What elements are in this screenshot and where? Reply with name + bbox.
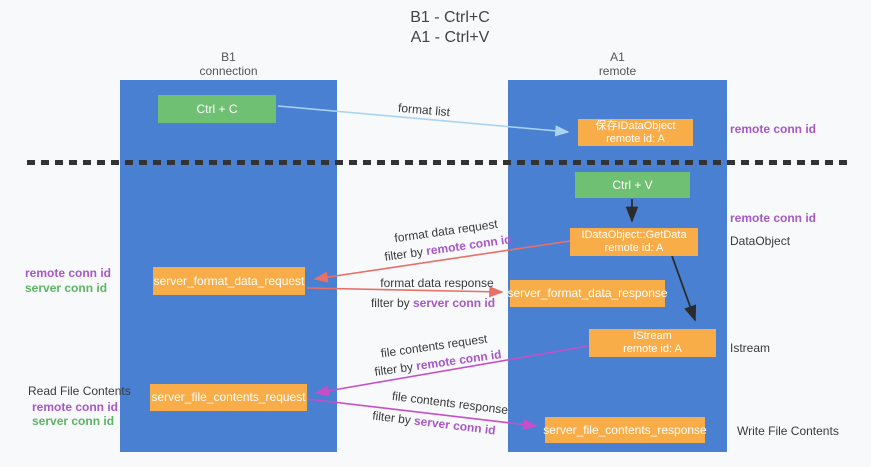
left-column-name: B1 xyxy=(221,50,236,64)
format-response-arrow xyxy=(306,286,504,298)
right-column-name: A1 xyxy=(610,50,625,64)
save-dataobject-line2: remote id: A xyxy=(606,132,665,145)
title-line-1: B1 - Ctrl+C xyxy=(410,9,490,26)
format-response-filter-prefix: filter by xyxy=(370,296,413,310)
file-request-arrow xyxy=(314,345,589,397)
right-column-header: A1 remote xyxy=(508,50,727,78)
server-format-data-response-box: server_format_data_response xyxy=(507,280,668,307)
format-request-arrow xyxy=(313,240,571,283)
left-server-conn-id-2: server conn id xyxy=(32,414,115,428)
left-column-subtitle: connection xyxy=(199,64,258,78)
left-remote-conn-id-2: remote conn id xyxy=(32,400,119,414)
istream-line1: IStream xyxy=(633,330,672,342)
getdata-to-istream-arrow xyxy=(671,255,697,322)
left-server-conn-id-1: server conn id xyxy=(25,281,108,295)
getdata-line1: IDataObject::GetData xyxy=(581,229,687,241)
format-list-arrow xyxy=(277,105,570,137)
server-file-contents-response-box: server_file_contents_response xyxy=(543,417,707,443)
istream-side-label: Istream xyxy=(730,341,771,355)
format-data-response-arrow-label: format data response xyxy=(380,276,494,290)
server-format-data-response-label: server_format_data_response xyxy=(507,286,668,300)
format-response-filter-label: filter by server conn id xyxy=(371,296,495,310)
remote-conn-id-label-top: remote conn id xyxy=(730,122,817,136)
ctrl-c-label: Ctrl + C xyxy=(196,101,238,116)
server-format-data-request-label: server_format_data_request xyxy=(153,273,305,288)
left-remote-conn-id-1: remote conn id xyxy=(25,266,112,280)
server-format-data-request-box: server_format_data_request xyxy=(153,267,305,295)
server-file-contents-request-box: server_file_contents_request xyxy=(150,384,307,411)
title-line-2: A1 - Ctrl+V xyxy=(410,29,490,46)
remote-conn-id-label-mid: remote conn id xyxy=(730,211,817,225)
file-response-arrow xyxy=(306,398,538,431)
server-file-contents-response-label: server_file_contents_response xyxy=(543,422,707,437)
dataobject-label: DataObject xyxy=(730,234,791,248)
phase-separator-dashed-line xyxy=(27,160,847,165)
save-dataobject-box: 保存IDataObject remote id: A xyxy=(578,119,693,146)
server-file-contents-request-label: server_file_contents_request xyxy=(151,390,306,404)
getdata-box: IDataObject::GetData remote id: A xyxy=(570,228,698,256)
save-dataobject-line1: 保存IDataObject xyxy=(595,119,676,132)
left-column-header: B1 connection xyxy=(120,50,337,78)
write-file-contents-label: Write File Contents xyxy=(737,424,839,438)
ctrl-v-label: Ctrl + V xyxy=(612,177,653,192)
ctrl-v-box: Ctrl + V xyxy=(575,172,690,198)
istream-line2: remote id: A xyxy=(623,343,682,355)
right-column-subtitle: remote xyxy=(598,64,637,78)
format-response-filter-key: server conn id xyxy=(412,296,496,310)
ctrl-c-box: Ctrl + C xyxy=(158,95,276,123)
diagram-title: B1 - Ctrl+C A1 - Ctrl+V xyxy=(410,8,490,48)
istream-box: IStream remote id: A xyxy=(589,329,716,357)
getdata-line2: remote id: A xyxy=(604,242,664,254)
read-file-contents-label: Read File Contents xyxy=(28,384,131,398)
